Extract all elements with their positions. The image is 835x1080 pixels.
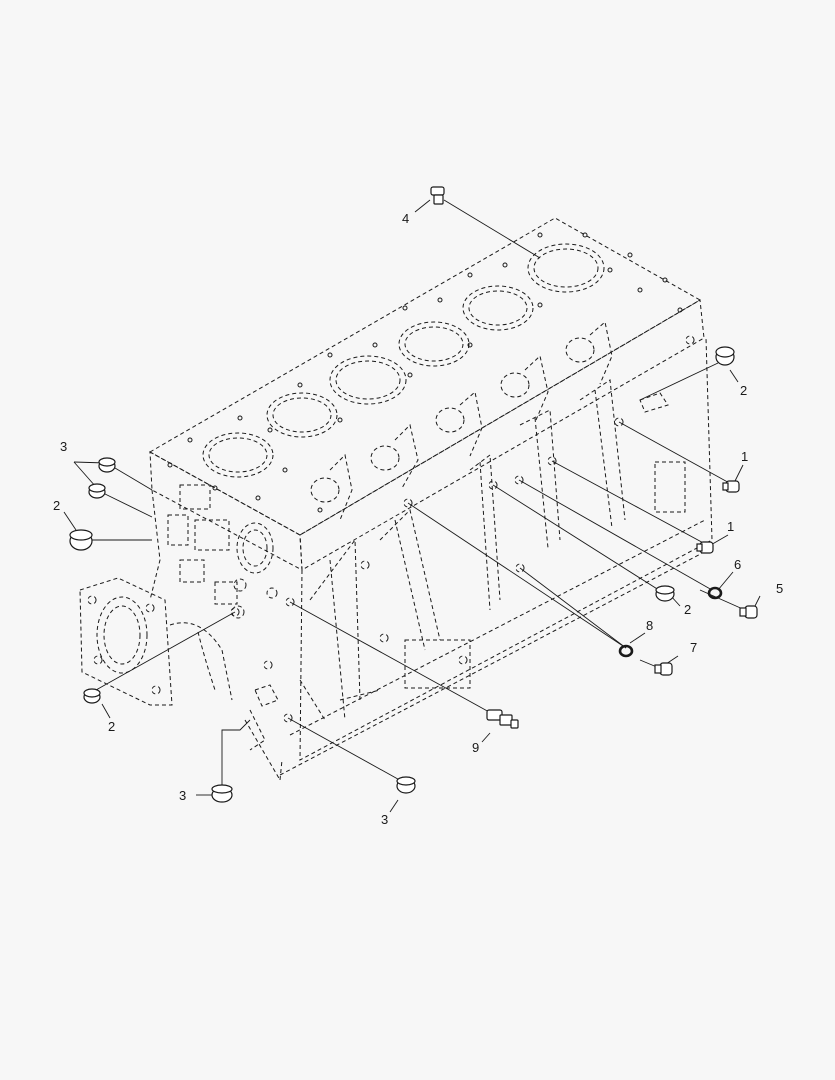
leader-lines (63, 199, 761, 813)
callout-2-bottom-left: 2 (108, 719, 115, 734)
callout-4: 4 (402, 211, 409, 226)
part-3-plug-b[interactable] (88, 483, 106, 499)
engine-block-outline (79, 217, 713, 781)
callout-2-top-right: 2 (740, 383, 747, 398)
callout-2-mid-right: 2 (684, 602, 691, 617)
part-2-plug-a[interactable] (69, 529, 93, 551)
head-bolt-holes (167, 232, 683, 513)
part-4-plug[interactable] (430, 186, 445, 205)
part-3-plug-c[interactable] (211, 784, 233, 803)
part-2-plug-d[interactable] (655, 585, 675, 602)
part-7-plug[interactable] (654, 662, 673, 676)
part-9-sensor[interactable] (486, 709, 519, 729)
part-1-plug-b[interactable] (696, 541, 714, 554)
callout-5: 5 (776, 581, 783, 596)
part-1-plug-a[interactable] (722, 480, 740, 493)
callout-2-left: 2 (53, 498, 60, 513)
callout-1-upper: 1 (741, 449, 748, 464)
callout-1-lower: 1 (727, 519, 734, 534)
part-5-plug[interactable] (739, 605, 758, 619)
part-2-plug-b[interactable] (83, 688, 101, 704)
callout-labels: 4 3 2 2 1 1 6 5 2 8 7 2 9 3 3 (53, 211, 783, 827)
part-8-o-ring[interactable] (618, 644, 634, 658)
callout-3-bottom-center: 3 (381, 812, 388, 827)
callout-3-top-left: 3 (60, 439, 67, 454)
part-6-o-ring[interactable] (707, 586, 723, 600)
part-2-plug-c[interactable] (715, 346, 735, 366)
callout-8: 8 (646, 618, 653, 633)
part-3-plug-a[interactable] (98, 457, 116, 473)
callout-7: 7 (690, 640, 697, 655)
callout-9: 9 (472, 740, 479, 755)
callout-3-bottom-left: 3 (179, 788, 186, 803)
callout-6: 6 (734, 557, 741, 572)
part-3-plug-d[interactable] (396, 776, 416, 794)
